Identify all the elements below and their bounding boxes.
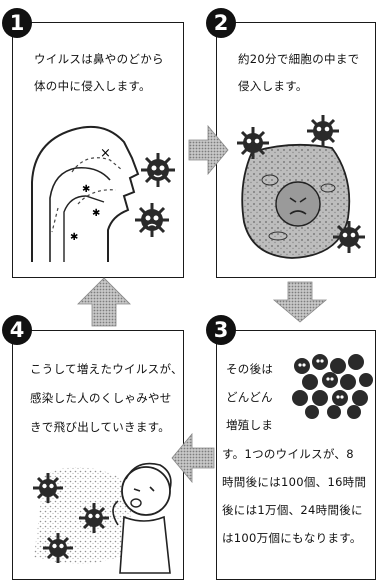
right-arrow-icon [188,124,229,176]
step-3-panel [216,330,376,580]
step-3-line-6: 後には1万個、24時間後に [222,503,363,517]
virus-icon [43,533,73,563]
step-4-badge: 4 [2,315,32,345]
step-3-line-3: 増殖しま [226,418,274,432]
step-4-line-3: きで飛び出していきます。 [30,420,171,434]
step-3-badge: 3 [206,315,236,345]
left-arrow-icon [171,432,215,484]
up-arrow-icon [77,277,131,327]
virus-icon [33,473,63,503]
virus-swarm-icon [292,354,373,419]
virus-icon [333,221,365,253]
step-1-line-1: ウイルスは鼻やのどから [34,52,164,66]
step-1-panel [12,22,184,278]
down-arrow-icon [272,281,328,323]
svg-text:✱: ✱ [82,184,90,195]
step-1-line-2: 体の中に侵入します。 [34,79,151,93]
virus-icon [79,503,109,533]
svg-text:×: × [100,146,111,161]
virus-icon [237,127,269,159]
virus-icon [307,115,339,147]
step-3-line-5: 時間後には100個、16時間 [222,475,367,489]
svg-text:✱: ✱ [70,232,78,243]
virus-icon [141,153,175,187]
nose-throat-icon: × ✱ ✱ ✱ [31,126,140,262]
step-4-line-1: こうして増えたウイルスが、 [30,362,183,376]
step-3-line-7: は100万個にもなります。 [222,531,362,545]
step-3-line-4: す。1つのウイルスが、8 [222,447,354,461]
step-2-line-1: 約20分で細胞の中まで [238,52,360,66]
svg-text:✱: ✱ [92,208,100,219]
step-1-badge: 1 [2,8,32,38]
step-3-line-2: どんどん [226,390,273,404]
virus-icon [135,203,169,237]
cell-icon [241,143,351,259]
step-4-line-2: 感染した人のくしゃみやせ [30,391,172,405]
step-2-badge: 2 [206,8,236,38]
step-3-line-1: その後は [226,362,274,376]
step-2-line-2: 侵入します。 [238,79,308,93]
